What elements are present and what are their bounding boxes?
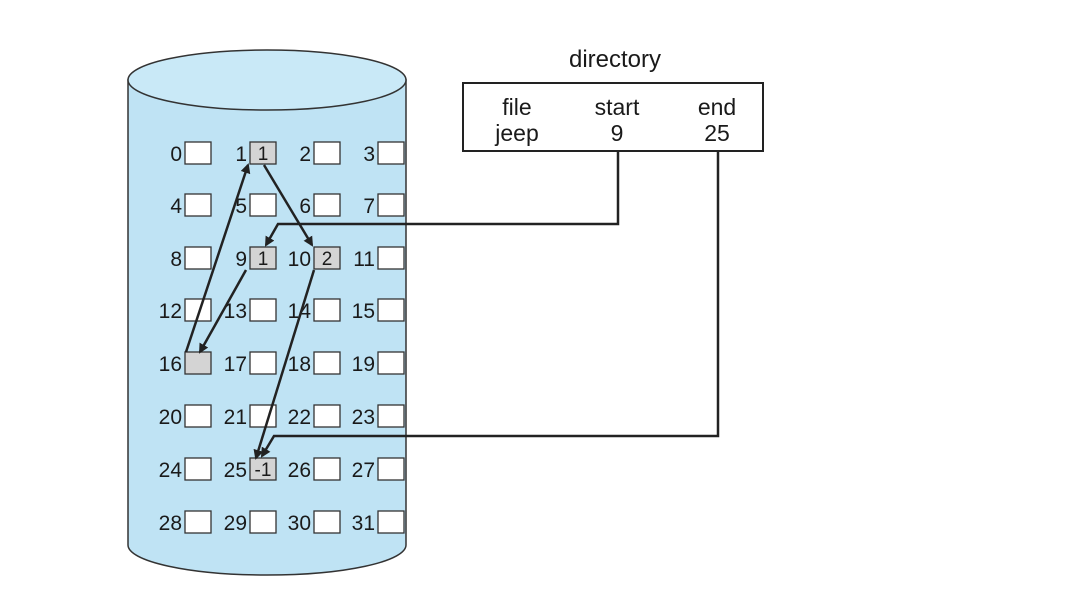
directory-header-file: file	[502, 94, 532, 120]
disk-block-11	[377, 246, 405, 270]
block-number-25: 25	[224, 459, 247, 482]
block-number-21: 21	[224, 406, 247, 429]
disk-block-29	[249, 510, 277, 534]
directory-start-value: 9	[610, 120, 624, 146]
block-number-2: 2	[299, 143, 311, 166]
disk-block-12	[184, 298, 212, 322]
block-number-31: 31	[352, 512, 375, 535]
block-number-14: 14	[288, 300, 312, 323]
block-number-28: 28	[159, 512, 182, 535]
disk-block-1	[249, 141, 277, 165]
block-number-12: 12	[159, 300, 182, 323]
directory-end-pointer-arrow	[260, 152, 720, 458]
directory-start-pointer-arrow	[264, 152, 620, 247]
link-arrow-1-to-10	[262, 164, 314, 247]
disk-block-20	[184, 404, 212, 428]
block-number-7: 7	[363, 195, 375, 218]
disk-block-30	[313, 510, 341, 534]
block-number-4: 4	[170, 195, 182, 218]
block-number-24: 24	[159, 459, 183, 482]
block-number-22: 22	[288, 406, 311, 429]
block-number-16: 16	[159, 353, 182, 376]
block-pointer-1: 1	[258, 144, 269, 165]
block-link-arrows	[184, 152, 720, 460]
link-arrow-10-to-25	[253, 269, 316, 460]
block-number-11: 11	[353, 248, 375, 271]
disk-block-26	[313, 457, 341, 481]
block-number-15: 15	[352, 300, 375, 323]
disk-block-16	[184, 351, 212, 375]
block-number-17: 17	[224, 353, 247, 376]
disk-block-31	[377, 510, 405, 534]
disk-block-27	[377, 457, 405, 481]
block-number-10: 10	[288, 248, 311, 271]
cylinder-top	[127, 49, 407, 111]
block-number-9: 9	[235, 248, 247, 271]
block-number-23: 23	[352, 406, 375, 429]
disk-block-6	[313, 193, 341, 217]
disk-block-22	[313, 404, 341, 428]
block-pointer-25: -1	[255, 460, 272, 481]
disk-block-10	[313, 246, 341, 270]
directory-header-end: end	[697, 94, 737, 120]
block-number-19: 19	[352, 353, 375, 376]
link-arrow-9-to-16	[198, 269, 248, 354]
block-number-0: 0	[170, 143, 182, 166]
disk-block-0	[184, 141, 212, 165]
disk-block-9	[249, 246, 277, 270]
directory-title: directory	[568, 46, 662, 73]
block-number-8: 8	[170, 248, 182, 271]
block-number-27: 27	[352, 459, 375, 482]
disk-block-23	[377, 404, 405, 428]
directory-table: file start end jeep 9 25	[462, 82, 764, 152]
block-number-5: 5	[235, 195, 247, 218]
block-number-1: 1	[235, 143, 247, 166]
block-number-26: 26	[288, 459, 311, 482]
disk-block-2	[313, 141, 341, 165]
directory-header-start: start	[594, 94, 640, 120]
disk-block-15	[377, 298, 405, 322]
block-number-18: 18	[288, 353, 311, 376]
disk-block-18	[313, 351, 341, 375]
block-number-6: 6	[299, 195, 311, 218]
disk-block-5	[249, 193, 277, 217]
directory-end-value: 25	[704, 120, 730, 146]
disk-block-17	[249, 351, 277, 375]
disk-block-3	[377, 141, 405, 165]
disk-block-13	[249, 298, 277, 322]
disk-block-7	[377, 193, 405, 217]
link-arrow-16-to-1	[184, 163, 251, 353]
disk-block-24	[184, 457, 212, 481]
disk-block-4	[184, 193, 212, 217]
block-number-13: 13	[224, 300, 247, 323]
directory-file-name: jeep	[495, 120, 539, 146]
block-number-3: 3	[363, 143, 375, 166]
block-pointer-9: 1	[258, 249, 269, 270]
block-number-20: 20	[159, 406, 182, 429]
disk-block-14	[313, 298, 341, 322]
block-pointer-10: 2	[322, 249, 333, 270]
disk-block-8	[184, 246, 212, 270]
disk-block-19	[377, 351, 405, 375]
block-number-30: 30	[288, 512, 311, 535]
block-number-29: 29	[224, 512, 247, 535]
disk-block-28	[184, 510, 212, 534]
